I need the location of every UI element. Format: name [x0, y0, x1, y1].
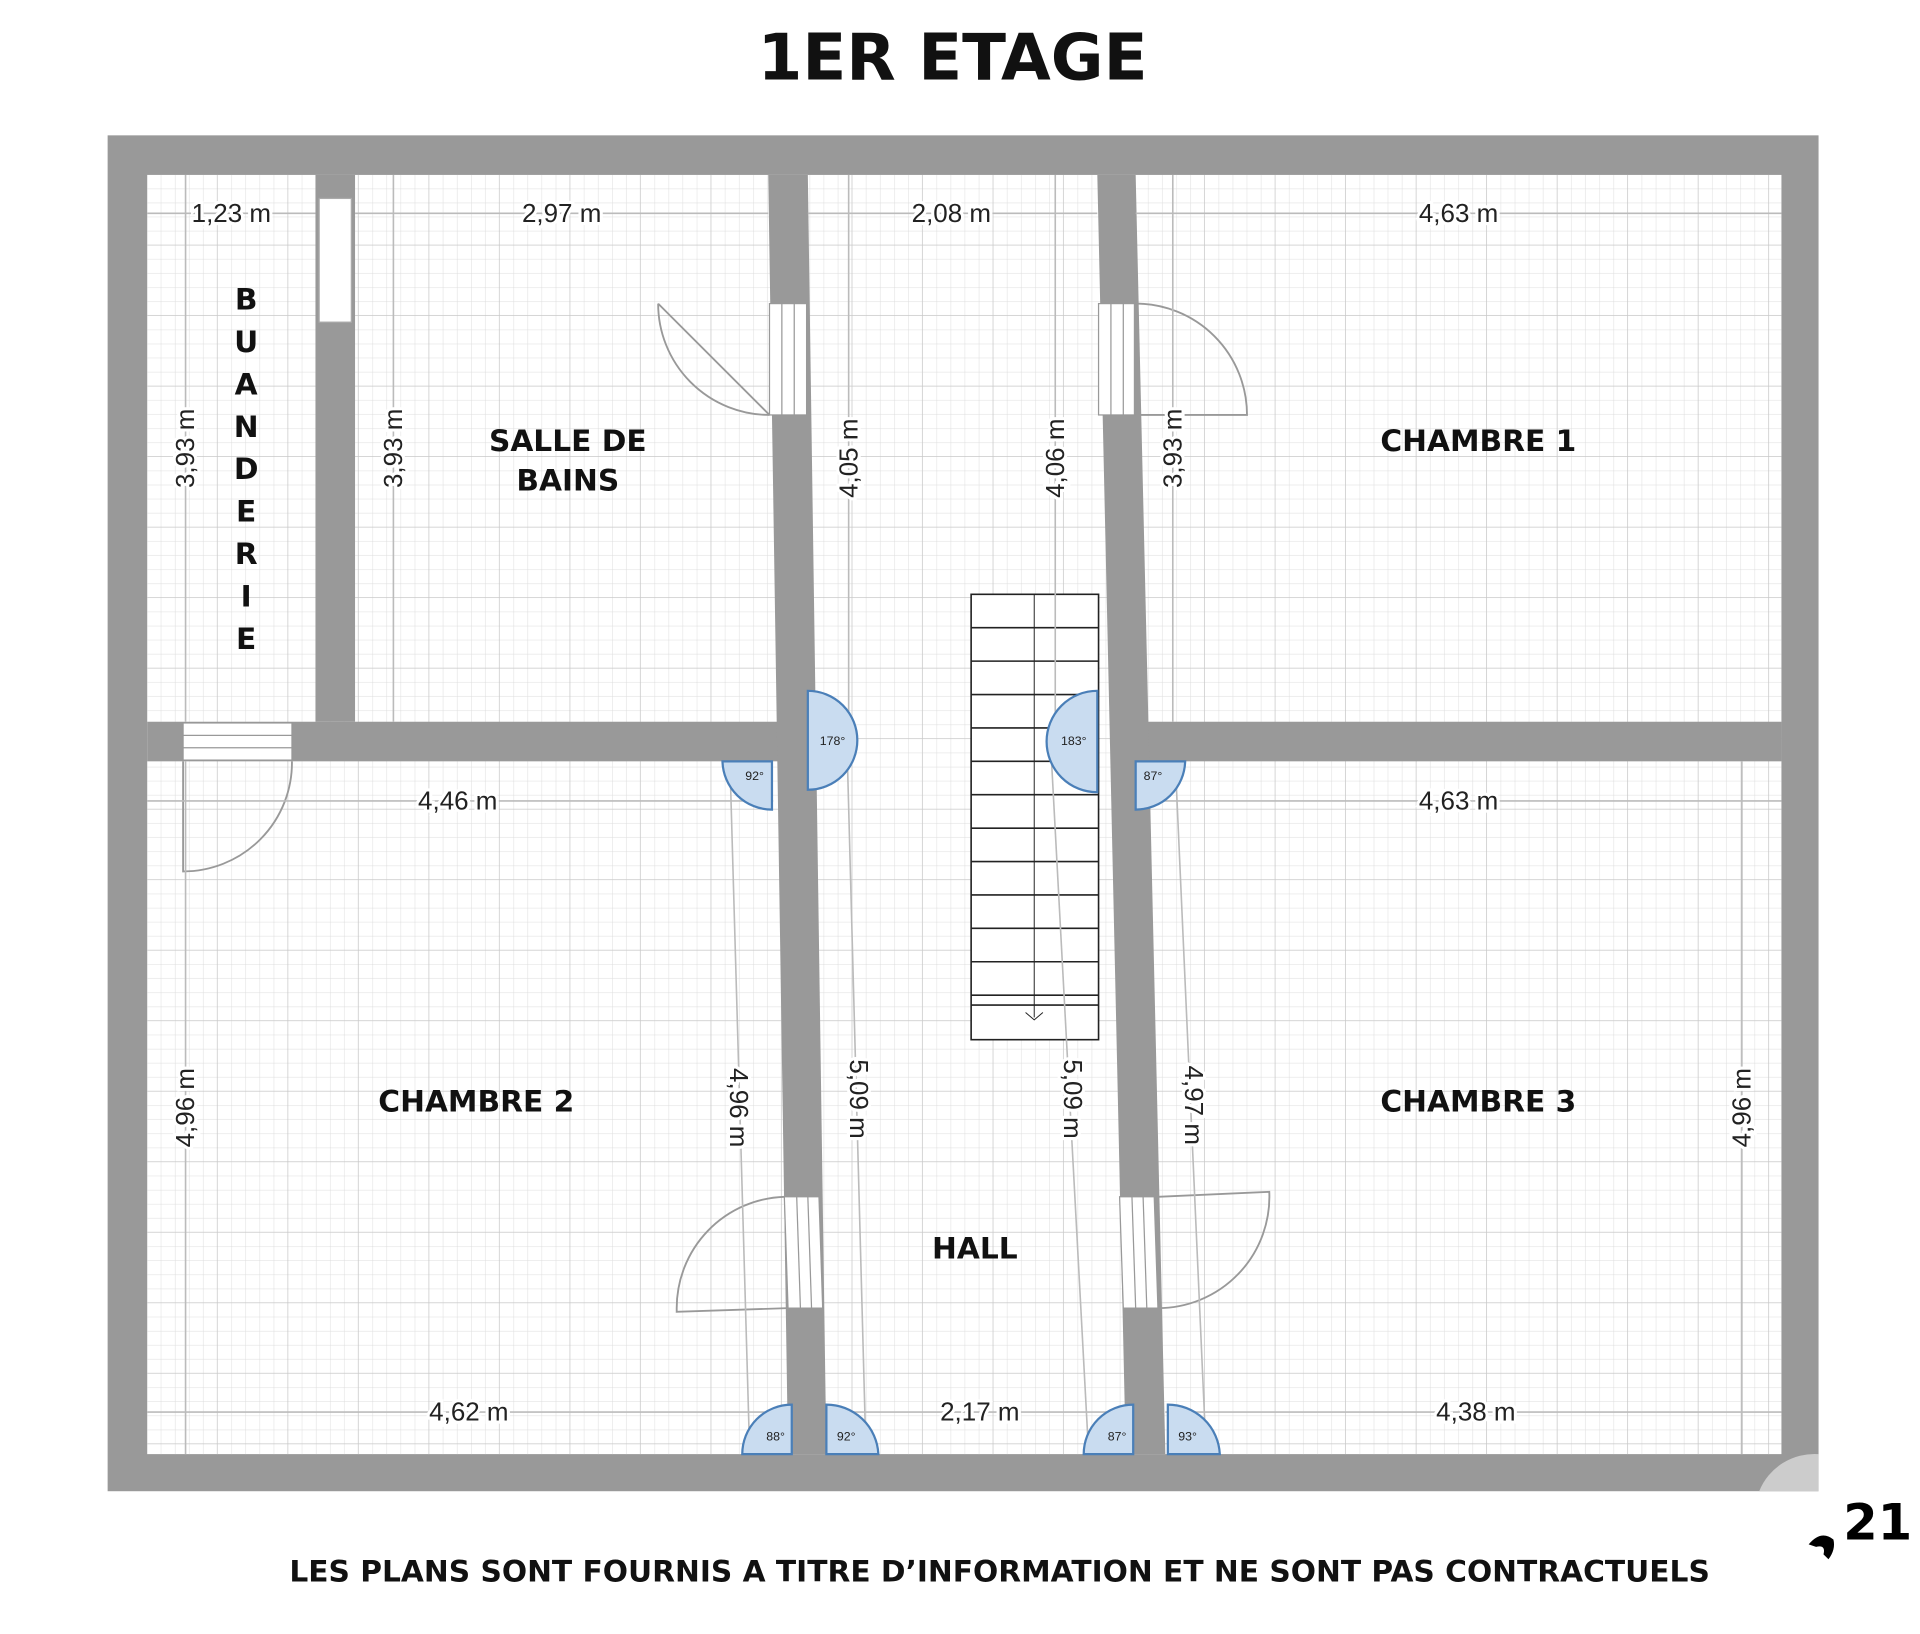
room-label-chambre-1: CHAMBRE 1 — [1380, 424, 1576, 459]
room-label-chambre-3: CHAMBRE 3 — [1380, 1084, 1576, 1119]
dimension-lines — [147, 174, 1782, 1455]
dim-chambre2-top-width: 4,46 m — [418, 786, 497, 816]
door-swings — [182, 302, 1271, 1313]
disclaimer: LES PLANS SONT FOURNIS A TITRE D’INFORMA… — [289, 1555, 1710, 1590]
grid — [147, 174, 1782, 1455]
room-label-salle-de-bains-line2: BAINS — [516, 463, 619, 498]
angle-label: 93° — [1178, 1430, 1197, 1444]
room-labels: BUANDERIE SALLE DE BAINS CHAMBRE 1 CHAMB… — [229, 283, 1577, 1267]
angle-label: 183° — [1061, 734, 1087, 748]
dim-hall-bottom-width: 2,17 m — [940, 1397, 1019, 1427]
openings — [182, 197, 1159, 1309]
dim-hall-left-top: 4,05 m — [833, 419, 863, 498]
page-number: 21 — [1843, 1493, 1912, 1551]
angle-label: 178° — [820, 734, 846, 748]
room-label-salle-de-bains-line1: SALLE DE — [489, 424, 647, 459]
room-label-chambre-2: CHAMBRE 2 — [378, 1084, 574, 1119]
dimension-labels: 1,23 m 2,97 m 2,08 m 4,63 m 3,93 m 3,93 … — [167, 195, 1759, 1430]
dim-hall-right-top: 4,06 m — [1040, 419, 1070, 498]
page-title: 1ER ETAGE — [758, 21, 1148, 96]
dim-hall-right-bottom: 5,09 m — [1058, 1059, 1088, 1138]
dim-sdb-height: 3,93 m — [378, 409, 408, 488]
staircase — [970, 593, 1100, 1041]
dim-chambre3-right-height: 4,96 m — [1727, 1068, 1757, 1147]
dim-chambre1-width: 4,63 m — [1419, 198, 1498, 228]
dim-sdb-width: 2,97 m — [522, 198, 601, 228]
angle-markers: 178° 183° 92° 87° 88° 92° 87° 93° — [721, 689, 1221, 1456]
angle-label: 87° — [1108, 1430, 1127, 1444]
dim-chambre2-left-height: 4,96 m — [170, 1068, 200, 1147]
dim-chambre2-bottom-width: 4,62 m — [429, 1397, 508, 1427]
dim-buanderie-height: 3,93 m — [170, 409, 200, 488]
dim-chambre3-top-width: 4,63 m — [1419, 786, 1498, 816]
dim-chambre3-bottom-width: 4,38 m — [1436, 1397, 1515, 1427]
dim-hall-top-width: 2,08 m — [912, 198, 991, 228]
room-label-buanderie: BUANDERIE — [229, 283, 264, 665]
angle-label: 87° — [1144, 769, 1163, 783]
dim-chambre3-left-height: 4,97 m — [1179, 1066, 1209, 1145]
room-label-hall: HALL — [932, 1232, 1018, 1267]
dim-chambre2-right-height: 4,96 m — [724, 1068, 754, 1147]
angle-label: 88° — [766, 1430, 785, 1444]
page-corner-mark-icon — [1808, 1535, 1835, 1560]
angle-label: 92° — [745, 769, 764, 783]
dim-hall-left-bottom: 5,09 m — [844, 1059, 874, 1138]
angle-label: 92° — [837, 1430, 856, 1444]
dim-chambre1-height: 3,93 m — [1157, 409, 1187, 488]
dim-buanderie-width: 1,23 m — [192, 198, 271, 228]
